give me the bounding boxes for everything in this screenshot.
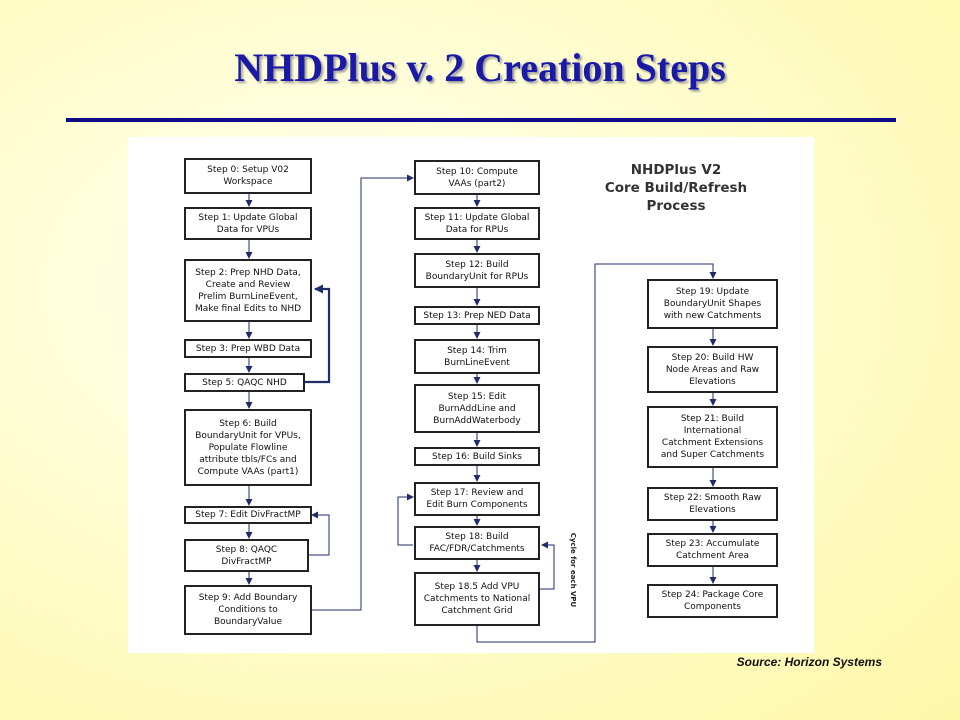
step-18-5: Step 18.5 Add VPU Catchments to National… — [414, 572, 540, 626]
step-20: Step 20: Build HW Node Areas and Raw Ele… — [647, 346, 778, 393]
step-5: Step 5: QAQC NHD — [184, 373, 305, 392]
step-21: Step 21: Build International Catchment E… — [647, 406, 778, 468]
step-3: Step 3: Prep WBD Data — [184, 339, 312, 358]
step-15: Step 15: Edit BurnAddLine and BurnAddWat… — [414, 384, 540, 433]
step-9: Step 9: Add Boundary Conditions to Bound… — [184, 585, 312, 635]
arrow-s185-s19 — [476, 263, 717, 643]
step-2: Step 2: Prep NHD Data, Create and Review… — [184, 259, 312, 322]
arrow-s9-s10 — [312, 174, 414, 611]
step-8: Step 8: QAQC DivFractMP — [184, 539, 309, 572]
step-18: Step 18: Build FAC/FDR/Catchments — [414, 526, 540, 560]
flowchart-diagram: Step 0: Setup V02 Workspace Step 1: Upda… — [128, 137, 814, 653]
step-23: Step 23: Accumulate Catchment Area — [647, 533, 778, 567]
step-19: Step 19: Update BoundaryUnit Shapes with… — [647, 279, 778, 329]
cycle-loop-right — [540, 541, 555, 590]
source-note: Source: Horizon Systems — [736, 655, 882, 669]
step-0: Step 0: Setup V02 Workspace — [184, 158, 312, 194]
cycle-label: Cycle for each VPU — [569, 532, 578, 608]
loop-s8-s7 — [309, 511, 330, 556]
title-rule — [66, 118, 896, 122]
loop-s5-s2 — [305, 284, 331, 384]
step-12: Step 12: Build BoundaryUnit for RPUs — [414, 253, 540, 288]
step-13: Step 13: Prep NED Data — [414, 306, 540, 325]
step-17: Step 17: Review and Edit Burn Components — [414, 482, 540, 516]
connector-lines — [245, 174, 717, 643]
step-24: Step 24: Package Core Components — [647, 584, 778, 618]
step-10: Step 10: Compute VAAs (part2) — [414, 160, 540, 195]
slide-title: NHDPlus v. 2 Creation Steps — [234, 45, 726, 90]
step-14: Step 14: Trim BurnLineEvent — [414, 339, 540, 374]
diagram-title: NHDPlus V2 Core Build/Refresh Process — [604, 162, 748, 214]
step-16: Step 16: Build Sinks — [414, 447, 540, 466]
cycle-loop-left — [397, 493, 414, 546]
step-6: Step 6: Build BoundaryUnit for VPUs, Pop… — [184, 409, 312, 486]
step-22: Step 22: Smooth Raw Elevations — [647, 487, 778, 521]
step-1: Step 1: Update Global Data for VPUs — [184, 207, 312, 240]
step-7: Step 7: Edit DivFractMP — [184, 506, 312, 524]
step-11: Step 11: Update Global Data for RPUs — [414, 207, 540, 240]
